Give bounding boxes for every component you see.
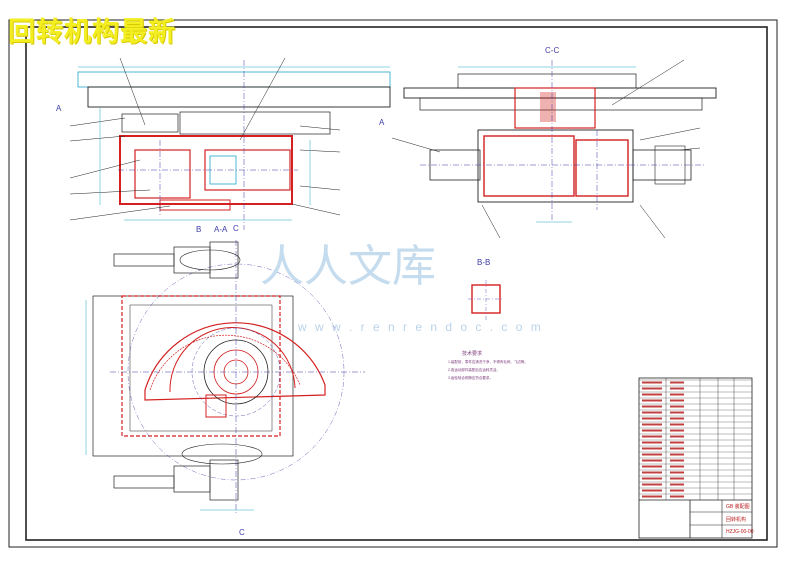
parts-row-name — [670, 399, 684, 402]
notes-line-1: 1.装配前，零件应清洗干净，不得有毛刺、飞边等。 — [448, 360, 528, 364]
cut-mark-a-right: A — [379, 118, 385, 127]
parts-row-name — [670, 393, 684, 396]
parts-row-name — [670, 459, 684, 462]
parts-row-code — [642, 477, 662, 480]
notes-line-2: 2.各运动部件装配后应运转灵活。 — [448, 368, 500, 372]
parts-row-name — [670, 483, 684, 486]
title-block — [638, 377, 753, 539]
parts-row-code — [642, 483, 662, 486]
parts-row-code — [642, 471, 662, 474]
title-block-name: 回转机构 — [726, 517, 747, 523]
parts-row-code — [642, 495, 662, 498]
parts-row-name — [670, 447, 684, 450]
section-cc-view — [391, 59, 717, 239]
parts-row-code — [642, 381, 662, 384]
parts-row-name — [670, 387, 684, 390]
parts-row-code — [642, 417, 662, 420]
parts-row-code — [642, 459, 662, 462]
parts-row-code — [642, 405, 662, 408]
section-bb-label: B-B — [477, 258, 491, 267]
cut-mark-b: B — [196, 225, 202, 234]
parts-row-name — [670, 495, 684, 498]
parts-row-name — [670, 465, 684, 468]
cut-mark-c-bottom: C — [239, 528, 245, 537]
front-view — [69, 57, 391, 230]
parts-row-name — [670, 441, 684, 444]
parts-row-code — [642, 447, 662, 450]
sheet-border — [8, 19, 778, 548]
parts-row-code — [642, 453, 662, 456]
parts-row-code — [642, 441, 662, 444]
parts-row-code — [642, 399, 662, 402]
parts-row-code — [642, 393, 662, 396]
parts-row-name — [670, 381, 684, 384]
watermark-url: w w w . r e n r e n d o c . c o m — [298, 320, 544, 334]
parts-row-code — [642, 411, 662, 414]
plan-view — [85, 240, 365, 515]
title-block-project: GB 装配图 — [726, 504, 750, 510]
cut-mark-a-left: A — [56, 104, 62, 113]
cut-mark-c-top: C — [233, 224, 239, 233]
parts-row-name — [670, 411, 684, 414]
inner-frame — [25, 26, 768, 541]
parts-row-name — [670, 471, 684, 474]
parts-row-name — [670, 429, 684, 432]
notes-heading: 技术要求 — [462, 351, 483, 357]
parts-row-name — [670, 489, 684, 492]
watermark-logo: 人人文库 — [260, 241, 436, 292]
parts-row-code — [642, 387, 662, 390]
parts-row-name — [670, 405, 684, 408]
parts-row-name — [670, 435, 684, 438]
parts-row-code — [642, 435, 662, 438]
parts-row-code — [642, 429, 662, 432]
page-title: 回转机构最新 — [8, 17, 176, 48]
section-cc-label: C-C — [545, 46, 560, 55]
parts-row-name — [670, 477, 684, 480]
title-block-number: HZJG-00-00 — [726, 529, 754, 535]
parts-row-code — [642, 489, 662, 492]
parts-row-name — [670, 453, 684, 456]
section-bb-view — [468, 280, 504, 320]
notes-line-3: 3.齿轮啮合侧隙应符合要求。 — [448, 376, 493, 380]
parts-row-code — [642, 423, 662, 426]
parts-row-name — [670, 423, 684, 426]
section-aa-label: A-A — [214, 225, 228, 234]
parts-row-code — [642, 465, 662, 468]
parts-row-name — [670, 417, 684, 420]
